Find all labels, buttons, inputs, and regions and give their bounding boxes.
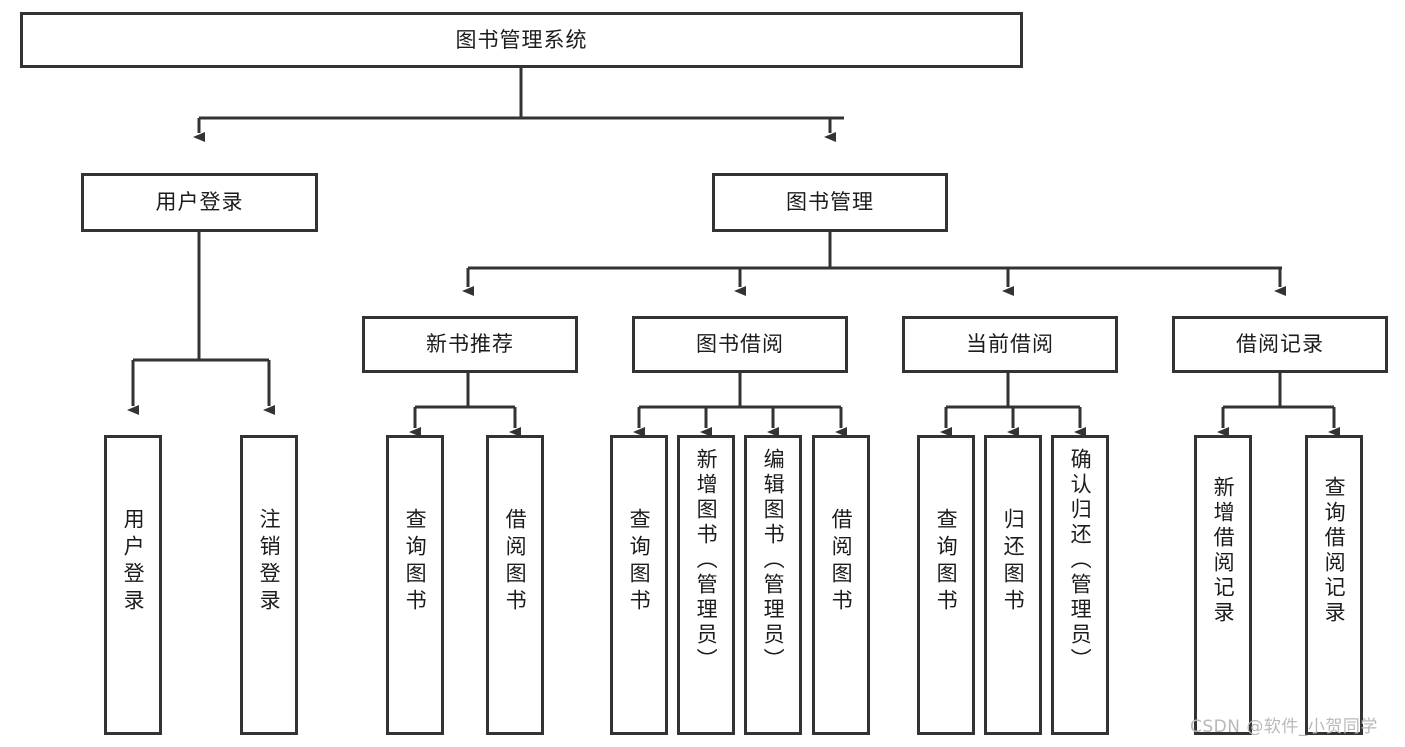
leaf-return-book[interactable]: 归还图书	[984, 435, 1042, 735]
leaf-query-book-1-label: 查询图书	[403, 508, 428, 616]
leaf-confirm-return[interactable]: 确认归还（管理员）	[1051, 435, 1109, 735]
leaf-query-record-label: 查询借阅记录	[1322, 476, 1347, 626]
node-user-login-label: 用户登录	[155, 190, 244, 215]
csdn-watermark: CSDN @软件_小贺同学	[1190, 717, 1378, 737]
node-root[interactable]: 图书管理系统	[20, 12, 1023, 68]
leaf-borrow-book-1-label: 借阅图书	[503, 508, 528, 616]
leaf-user-login-label: 用户登录	[121, 508, 146, 616]
leaf-borrow-book-2-label: 借阅图书	[829, 508, 854, 616]
leaf-borrow-book-2[interactable]: 借阅图书	[812, 435, 870, 735]
node-borrow-record-label: 借阅记录	[1236, 332, 1324, 357]
leaf-edit-book-label: 编辑图书（管理员）	[761, 448, 786, 673]
leaf-query-book-3[interactable]: 查询图书	[917, 435, 975, 735]
leaf-add-book-label: 新增图书（管理员）	[694, 448, 719, 673]
leaf-edit-book[interactable]: 编辑图书（管理员）	[744, 435, 802, 735]
leaf-user-login[interactable]: 用户登录	[104, 435, 162, 735]
connector-lines	[127, 68, 1340, 437]
node-book-borrow[interactable]: 图书借阅	[632, 316, 848, 373]
node-current-borrow[interactable]: 当前借阅	[902, 316, 1118, 373]
leaf-query-record[interactable]: 查询借阅记录	[1305, 435, 1363, 735]
leaf-query-book-3-label: 查询图书	[934, 508, 959, 616]
node-book-borrow-label: 图书借阅	[696, 332, 784, 357]
leaf-query-book-1[interactable]: 查询图书	[386, 435, 444, 735]
leaf-borrow-book-1[interactable]: 借阅图书	[486, 435, 544, 735]
leaf-add-record[interactable]: 新增借阅记录	[1194, 435, 1252, 735]
node-root-label: 图书管理系统	[455, 27, 588, 52]
node-borrow-record[interactable]: 借阅记录	[1172, 316, 1388, 373]
leaf-add-book[interactable]: 新增图书（管理员）	[677, 435, 735, 735]
leaf-add-record-label: 新增借阅记录	[1211, 476, 1236, 626]
leaf-query-book-2-label: 查询图书	[627, 508, 652, 616]
leaf-confirm-return-label: 确认归还（管理员）	[1068, 448, 1093, 673]
leaf-user-logout-label: 注销登录	[257, 508, 282, 616]
node-current-borrow-label: 当前借阅	[966, 332, 1054, 357]
node-new-book-recommend[interactable]: 新书推荐	[362, 316, 578, 373]
node-book-manage-label: 图书管理	[786, 190, 874, 215]
node-book-manage[interactable]: 图书管理	[712, 173, 948, 232]
leaf-query-book-2[interactable]: 查询图书	[610, 435, 668, 735]
node-user-login[interactable]: 用户登录	[81, 173, 318, 232]
leaf-return-book-label: 归还图书	[1001, 508, 1026, 616]
node-new-book-recommend-label: 新书推荐	[426, 332, 514, 357]
leaf-user-logout[interactable]: 注销登录	[240, 435, 298, 735]
